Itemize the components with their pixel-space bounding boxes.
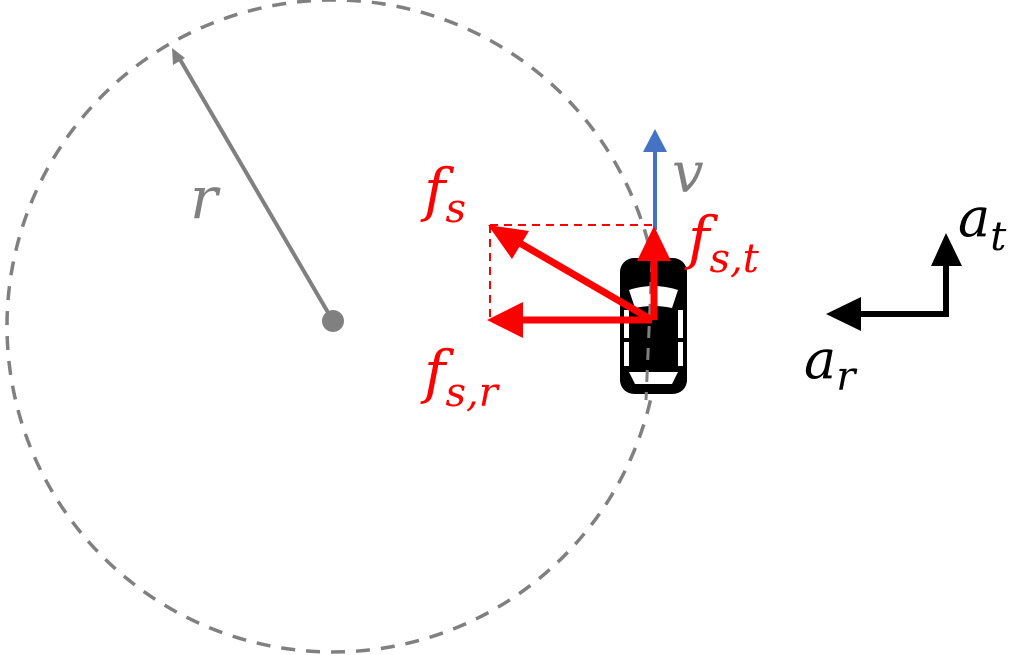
label-accel-radial: ar — [804, 328, 858, 400]
label-radius: r — [190, 164, 221, 232]
label-friction-total: fs — [420, 156, 466, 232]
label-accel-tangential: at — [958, 186, 1007, 260]
friction-radial-vector — [487, 302, 652, 338]
friction-decomposition-guides — [489, 224, 655, 320]
acceleration-tangential-arrow — [931, 233, 962, 315]
friction-total-vector — [488, 225, 654, 324]
label-friction-radial: fs,r — [420, 338, 501, 416]
radius-vector — [172, 48, 335, 323]
acceleration-radial-arrow — [826, 297, 949, 331]
label-velocity: v — [672, 141, 704, 206]
center-point — [322, 310, 344, 332]
label-friction-tangential: fs,t — [684, 204, 760, 282]
friction-tangential-vector — [637, 226, 671, 320]
velocity-vector — [643, 129, 667, 230]
